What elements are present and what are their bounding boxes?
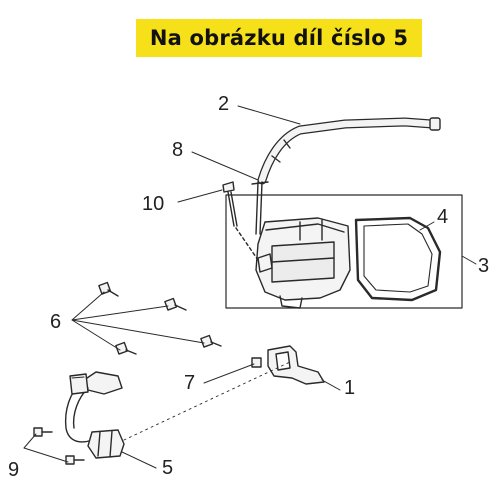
part-8-pipe [251,181,269,235]
part-7-nut [251,357,262,368]
callout-7: 7 [184,372,196,394]
part-4-gasket [354,216,442,302]
dashed-guide-10 [235,227,259,261]
callout-8: 8 [172,139,184,161]
leader-lines [23,105,477,469]
part-6-bolts [98,281,222,355]
part-9-screws [33,427,85,465]
part-2-hose [257,117,441,185]
callout-2: 2 [218,93,230,115]
callout-4: 4 [437,206,449,228]
part-5-coil [64,361,291,459]
callout-1: 1 [344,377,356,399]
callout-10: 10 [142,193,165,215]
leader-lines-6 [71,291,205,351]
part-3-frame [225,194,463,309]
valve-cover [255,217,351,309]
callout-6: 6 [50,311,62,333]
banner-text: Na obrázku díl číslo 5 [149,26,409,50]
callout-5: 5 [162,457,174,479]
callout-9: 9 [8,459,20,481]
title-banner: Na obrázku díl číslo 5 [136,19,422,57]
part-10-bolt [222,181,238,227]
part-1-bracket [267,345,325,385]
callout-3: 3 [478,255,490,277]
